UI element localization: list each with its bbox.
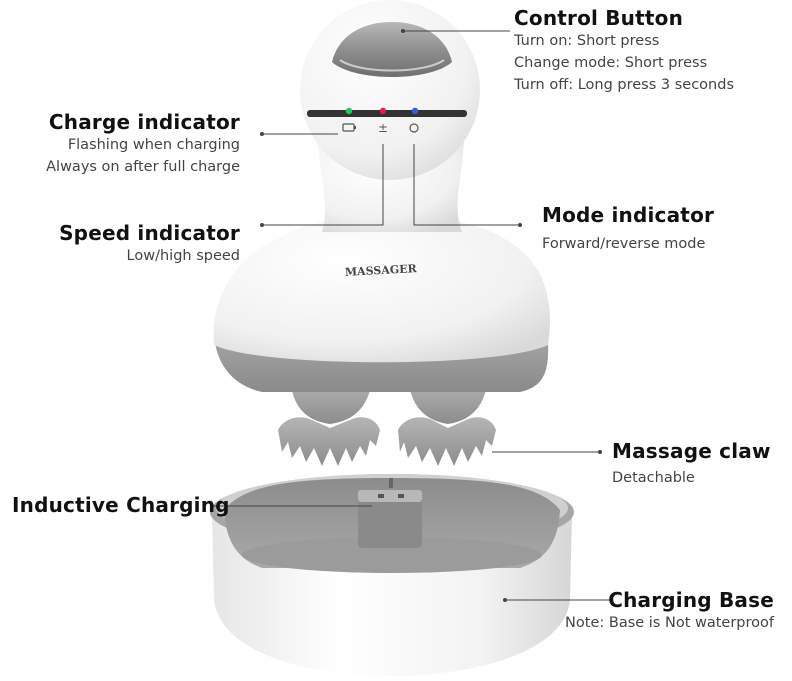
control-button-cap xyxy=(332,22,452,77)
callout-title: Charge indicator xyxy=(48,110,240,134)
massager-body: ± MASSAGER xyxy=(213,0,550,392)
callout-title: Speed indicator xyxy=(59,221,240,245)
callout-line: Turn off: Long press 3 seconds xyxy=(514,77,734,93)
charging-base xyxy=(210,474,574,676)
led-blue xyxy=(411,107,419,115)
led-red xyxy=(379,107,387,115)
indicator-band xyxy=(307,110,467,117)
right-claw-fingers xyxy=(398,417,496,466)
callout-line: Turn on: Short press xyxy=(514,33,660,49)
callout-line: Forward/reverse mode xyxy=(542,236,706,252)
plus-minus-icon: ± xyxy=(378,121,388,135)
massage-claws xyxy=(278,378,496,466)
circle-icon xyxy=(409,123,419,133)
callout-title: Control Button xyxy=(514,6,684,30)
callout-line: Flashing when charging xyxy=(67,137,240,153)
inductive-charging-post xyxy=(358,490,422,548)
callout-speed-indicator: Speed indicator Low/high speed xyxy=(59,221,240,267)
callout-charge-indicator: Charge indicator Flashing when charging … xyxy=(46,110,240,178)
callout-control-button: Control Button Turn on: Short press Chan… xyxy=(514,6,734,96)
callout-charging-base: Charging Base Note: Base is Not waterpro… xyxy=(565,588,774,634)
callout-line: Low/high speed xyxy=(126,248,240,264)
brand-text: MASSAGER xyxy=(345,262,418,279)
callout-line: Note: Base is Not waterproof xyxy=(565,615,774,631)
callout-inductive-charging: Inductive Charging xyxy=(12,493,230,517)
left-claw-fingers xyxy=(278,417,380,466)
led-green xyxy=(345,107,353,115)
callout-line: Change mode: Short press xyxy=(514,55,708,71)
callout-title: Inductive Charging xyxy=(12,493,230,517)
callout-line: Detachable xyxy=(612,470,695,486)
callout-title: Massage claw xyxy=(612,439,771,463)
callout-line: Always on after full charge xyxy=(46,159,240,175)
callout-massage-claw: Massage claw Detachable xyxy=(612,439,771,489)
callout-title: Mode indicator xyxy=(542,203,715,227)
callout-title: Charging Base xyxy=(608,588,774,612)
callout-mode-indicator: Mode indicator Forward/reverse mode xyxy=(542,203,714,255)
battery-icon xyxy=(342,123,356,132)
